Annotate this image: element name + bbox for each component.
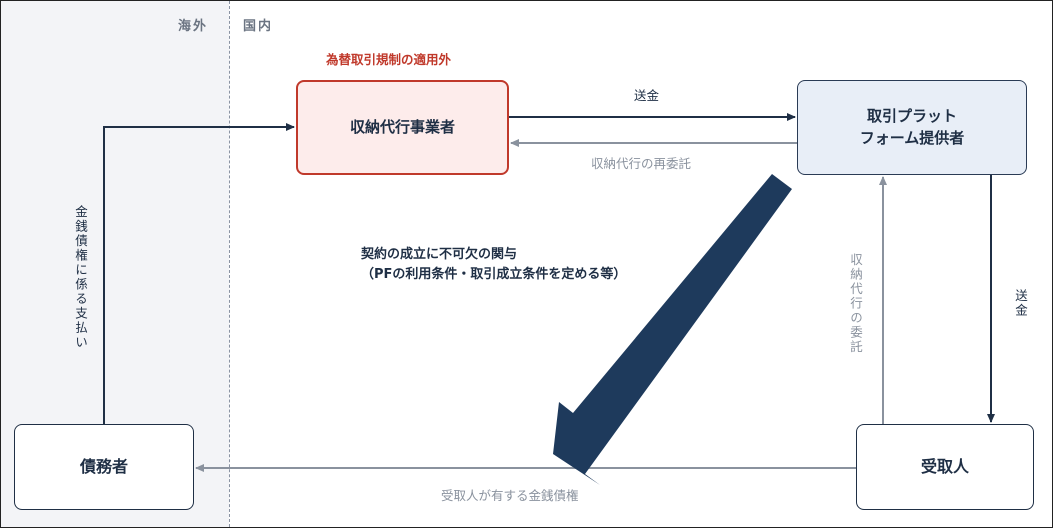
platform-label-line2: フォーム提供者 bbox=[859, 128, 965, 147]
contract-note-line1: 契約の成立に不可欠の関与 bbox=[361, 247, 518, 262]
label-payment-debt: 金銭債権に係る支払い bbox=[73, 205, 88, 350]
label-remit-right: 送金 bbox=[1013, 289, 1028, 318]
recipient-box: 受取人 bbox=[856, 424, 1034, 510]
label-recipient-claim: 受取人が有する金銭債権 bbox=[441, 488, 579, 503]
payment-agent-label: 収納代行事業者 bbox=[349, 117, 455, 136]
region-label-domestic: 国内 bbox=[243, 19, 274, 34]
platform-label-line1: 取引プラット bbox=[866, 106, 957, 125]
recipient-label: 受取人 bbox=[920, 457, 969, 477]
platform-provider-label: 取引プラット フォーム提供者 bbox=[860, 106, 965, 150]
platform-provider-box: 取引プラット フォーム提供者 bbox=[797, 80, 1027, 175]
payment-agent-box: 収納代行事業者 bbox=[296, 80, 509, 175]
border-divider bbox=[229, 1, 230, 527]
contract-involvement-note: 契約の成立に不可欠の関与 （PFの利用条件・取引成立条件を定める等） bbox=[361, 245, 626, 284]
debtor-box: 債務者 bbox=[14, 424, 194, 510]
label-redelegation: 収納代行の再委託 bbox=[591, 156, 692, 171]
arrow-debtor-to-agent bbox=[103, 123, 295, 424]
label-delegation: 収納代行の委託 bbox=[848, 253, 863, 355]
forex-exempt-note: 為替取引規制の適用外 bbox=[326, 52, 452, 67]
region-label-overseas: 海外 bbox=[178, 19, 209, 34]
label-remit-top: 送金 bbox=[634, 88, 660, 103]
contract-involvement-arrow-shape bbox=[553, 174, 792, 485]
contract-note-line2: （PFの利用条件・取引成立条件を定める等） bbox=[361, 266, 627, 282]
debtor-label: 債務者 bbox=[79, 457, 128, 477]
